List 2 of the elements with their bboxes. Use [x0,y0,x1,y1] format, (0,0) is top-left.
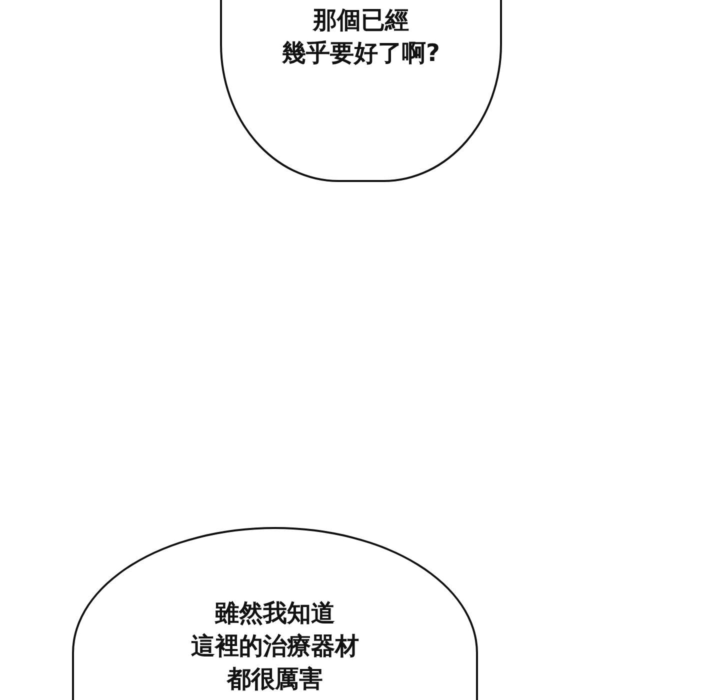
speech-text: 雖然我知道這裡的治療器材都很厲害 [190,598,360,695]
speech-text: 那個已經幾乎要好了啊? [281,5,441,69]
